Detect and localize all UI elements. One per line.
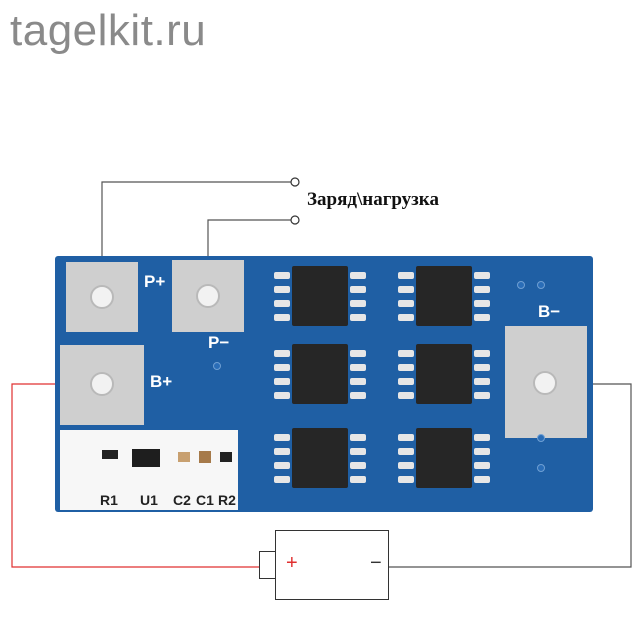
mosfet-pin xyxy=(350,350,366,357)
c2-capacitor xyxy=(178,452,190,462)
mosfet-pin xyxy=(350,434,366,441)
label-r2: R2 xyxy=(218,492,236,508)
mosfet-pin xyxy=(350,476,366,483)
pad-p-plus xyxy=(66,262,138,332)
mosfet-pin xyxy=(398,300,414,307)
mosfet-pin xyxy=(350,448,366,455)
pad-b-plus xyxy=(60,345,144,425)
mosfet-pin xyxy=(398,448,414,455)
mosfet-pin xyxy=(350,300,366,307)
mosfet-pin xyxy=(350,462,366,469)
mosfet-pin xyxy=(474,350,490,357)
mosfet-pin xyxy=(274,286,290,293)
p-plus-terminal xyxy=(290,177,300,187)
p-minus-terminal xyxy=(290,215,300,225)
mosfet-chip xyxy=(416,428,472,488)
mosfet-pin xyxy=(274,378,290,385)
label-r1: R1 xyxy=(100,492,118,508)
mosfet-pin xyxy=(350,314,366,321)
mosfet-pin xyxy=(398,314,414,321)
via xyxy=(537,281,545,289)
mosfet-chip xyxy=(292,428,348,488)
mosfet-pin xyxy=(398,364,414,371)
mosfet-pin xyxy=(474,434,490,441)
r2-resistor xyxy=(220,452,232,462)
charge-load-label: Заряд\нагрузка xyxy=(307,189,439,210)
mosfet-pin xyxy=(398,350,414,357)
mosfet-pin xyxy=(274,314,290,321)
mosfet-pin xyxy=(274,434,290,441)
mosfet-pin xyxy=(474,314,490,321)
label-p-minus: P− xyxy=(208,333,230,352)
battery-minus-sign: − xyxy=(370,552,382,574)
control-circuit-area xyxy=(60,430,238,510)
mosfet-pin xyxy=(398,462,414,469)
mosfet-pin xyxy=(350,378,366,385)
mosfet-pin xyxy=(474,476,490,483)
c1-capacitor xyxy=(199,451,211,463)
mosfet-pin xyxy=(474,300,490,307)
via xyxy=(537,464,545,472)
mosfet-pin xyxy=(398,434,414,441)
mosfet-pin xyxy=(274,392,290,399)
mosfet-pin xyxy=(274,462,290,469)
mosfet-pin xyxy=(274,350,290,357)
mosfet-pin xyxy=(398,392,414,399)
pad-p-minus xyxy=(172,260,244,332)
mosfet-pin xyxy=(474,462,490,469)
mosfet-pin xyxy=(398,286,414,293)
mosfet-pin xyxy=(350,286,366,293)
mosfet-pin xyxy=(474,364,490,371)
battery-cell xyxy=(275,530,389,600)
mosfet-pin xyxy=(474,448,490,455)
watermark: tagelkit.ru xyxy=(10,6,207,55)
mosfet-chip xyxy=(292,266,348,326)
r1-resistor xyxy=(102,450,118,459)
mosfet-pin xyxy=(274,476,290,483)
mosfet-pin xyxy=(274,364,290,371)
mosfet-pin xyxy=(350,364,366,371)
via xyxy=(517,281,525,289)
mosfet-pin xyxy=(274,300,290,307)
label-b-plus: B+ xyxy=(150,372,173,391)
mosfet-pin xyxy=(474,392,490,399)
u1-chip xyxy=(132,449,160,467)
battery-plus-sign: + xyxy=(286,552,298,574)
mosfet-chip xyxy=(292,344,348,404)
label-c2: C2 xyxy=(173,492,191,508)
mosfet-chip xyxy=(416,344,472,404)
label-c1: C1 xyxy=(196,492,214,508)
mosfet-pin xyxy=(474,378,490,385)
label-p-plus: P+ xyxy=(144,272,166,291)
mosfet-pin xyxy=(474,272,490,279)
mosfet-pin xyxy=(398,272,414,279)
label-u1: U1 xyxy=(140,492,158,508)
mosfet-pin xyxy=(398,476,414,483)
mosfet-pin xyxy=(274,448,290,455)
via xyxy=(537,434,545,442)
via xyxy=(213,362,221,370)
mosfet-chip xyxy=(416,266,472,326)
label-b-minus: B− xyxy=(538,302,561,321)
mosfet-pin xyxy=(350,392,366,399)
mosfet-pin xyxy=(274,272,290,279)
mosfet-pin xyxy=(398,378,414,385)
pad-b-minus xyxy=(505,326,587,438)
mosfet-pin xyxy=(474,286,490,293)
mosfet-pin xyxy=(350,272,366,279)
p-plus-wire xyxy=(101,181,291,292)
